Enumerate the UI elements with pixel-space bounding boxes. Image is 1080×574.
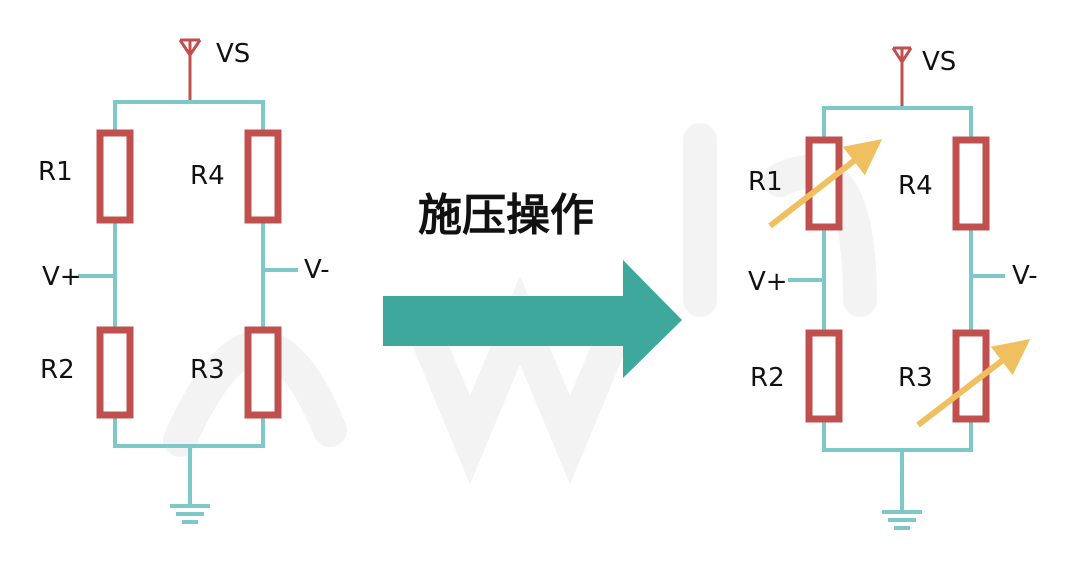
left-r1-label: R1 <box>38 157 73 187</box>
left-resistors <box>96 129 282 419</box>
left-resistor-r2 <box>96 326 134 419</box>
r1-strain-arrow-icon <box>768 138 883 229</box>
pressure-operation-title: 施压操作 <box>418 190 594 241</box>
r3-strain-arrow-icon <box>916 339 1031 428</box>
left-r3-label: R3 <box>190 355 225 385</box>
right-r2-label: R2 <box>750 363 785 393</box>
transition-arrow-icon <box>383 260 682 378</box>
right-resistors <box>805 136 990 423</box>
left-vplus-label: V+ <box>42 262 82 292</box>
right-resistor-r1 <box>805 136 843 231</box>
left-r4-label: R4 <box>190 161 225 191</box>
left-resistor-r3 <box>244 326 282 419</box>
right-vs-antenna-icon <box>891 46 913 106</box>
left-bridge-circuit: VS R1 R4 R2 R3 V <box>38 38 330 524</box>
right-resistor-r2 <box>805 329 843 423</box>
left-vminus-label: V- <box>304 255 330 285</box>
right-vplus-label: V+ <box>748 267 788 297</box>
left-r2-label: R2 <box>40 355 75 385</box>
vs-antenna-icon <box>178 38 202 100</box>
right-bridge-circuit: VS R1 R4 R2 R3 <box>748 46 1038 530</box>
right-vminus-label: V- <box>1012 261 1038 291</box>
right-r1-label: R1 <box>748 167 783 197</box>
right-wires <box>788 106 1005 530</box>
left-resistor-r4 <box>244 129 282 224</box>
right-r4-label: R4 <box>898 171 933 201</box>
left-wires <box>78 100 298 524</box>
right-vs-label: VS <box>922 47 956 77</box>
right-r3-label: R3 <box>898 363 933 393</box>
left-resistor-r1 <box>96 129 134 224</box>
left-vs-label: VS <box>216 39 250 69</box>
right-resistor-r4 <box>952 136 990 231</box>
